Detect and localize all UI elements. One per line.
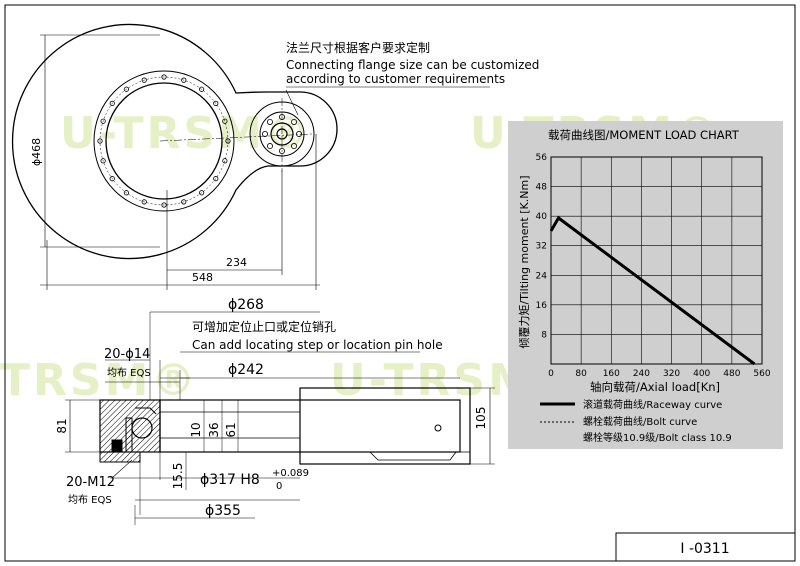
flange-note-en-2: according to customer requirements [286, 72, 505, 86]
bolt-circle [99, 76, 229, 206]
dim-15-5: 15.5 [171, 463, 185, 490]
flange-bolt-hole [291, 118, 298, 125]
dim-355: ϕ355 [205, 503, 241, 519]
dim-10: 10 [189, 422, 203, 437]
ring-bolt-hole [141, 77, 147, 83]
drawing-number: I -0311 [680, 541, 729, 557]
flange-bolt-hole [291, 143, 298, 150]
moment-load-chart: 载荷曲线图/MOMENT LOAD CHART 倾覆力矩/Tilting mom… [508, 121, 783, 449]
x-tick-label: 80 [575, 369, 587, 379]
legend-label-bolt: 螺栓载荷曲线/Bolt curve [583, 415, 697, 428]
holes-top-label: 20-ϕ14 [104, 347, 150, 362]
flange-bolt-hole [295, 130, 302, 137]
flange-note-en-1: Connecting flange size can be customized [286, 58, 539, 72]
ring-bolt-hole [213, 100, 219, 106]
ring-bolt-hole [100, 158, 106, 164]
y-tick-label: 8 [541, 330, 547, 340]
ring-bolt-hole [109, 100, 115, 106]
ring-bolt-hole [161, 202, 167, 208]
ring-bolt-hole [161, 74, 167, 80]
flange-bolt-hole [278, 147, 285, 154]
ring-bolt-hole [141, 199, 147, 205]
dim-36: 36 [207, 422, 221, 437]
legend-label-raceway: 滚道载荷曲线/Raceway curve [583, 398, 722, 411]
y-tick-label: 48 [536, 183, 548, 193]
drawing-border [4, 4, 796, 562]
watermark-top: U-TRSM® [60, 108, 312, 159]
dim-234: 234 [226, 256, 247, 269]
pin-hole-note-cn: 可增加定位止口或定位销孔 [192, 319, 336, 334]
ring-bolt-hole [181, 77, 187, 83]
chart-plot-area [550, 156, 763, 365]
ring-outer-circle [93, 70, 235, 212]
dim-268: ϕ268 [228, 297, 264, 313]
top-view-dimensions [40, 34, 320, 290]
x-tick-label: 0 [548, 369, 554, 379]
tolerance-lower: 0 [276, 481, 282, 492]
x-tick-label: 320 [663, 369, 680, 379]
section-view [65, 311, 495, 525]
ring-bolt-hole [100, 118, 106, 124]
flange-note-cn: 法兰尺寸根据客户要求定制 [286, 40, 430, 55]
ring-bolt-hole [225, 138, 231, 144]
ring-bolt-hole [109, 176, 115, 182]
dim-317: ϕ317 H8 [200, 472, 260, 488]
x-tick-label: 240 [633, 369, 650, 379]
x-tick-label: 400 [693, 369, 710, 379]
watermark-left: TRSM® [0, 355, 198, 406]
y-tick-label: 56 [536, 153, 548, 163]
dim-81: 81 [55, 418, 69, 433]
pin-hole-note-en: Can add locating step or location pin ho… [192, 338, 443, 352]
ring-bolt-hole [123, 190, 129, 196]
title-block [615, 532, 796, 562]
dim-242: ϕ242 [228, 362, 264, 378]
holes-top-eqs: 均布 EQS [107, 367, 151, 379]
dim-548: 548 [192, 271, 213, 284]
ring-bolt-hole [181, 199, 187, 205]
chart-xlabel: 轴向载荷/Axial load[Kn] [590, 380, 720, 394]
ring-inner-circle [105, 82, 223, 200]
ring-bolt-hole [213, 176, 219, 182]
flange-bolt-hole [266, 143, 273, 150]
y-tick-label: 16 [536, 301, 548, 311]
dim-105: 105 [474, 407, 488, 430]
ring-bolt-holes [97, 74, 231, 208]
ring-bolt-hole [199, 86, 205, 92]
holes-bottom-eqs: 均布 EQS [68, 494, 112, 506]
chart-title: 载荷曲线图/MOMENT LOAD CHART [548, 128, 740, 142]
chart-plot: 0 80 160 240 320 400 480 560 8 16 24 32 40 48 56 [536, 153, 771, 379]
flange-bolt-hole [266, 118, 273, 125]
x-tick-label: 480 [723, 369, 740, 379]
chart-ylabel: 倾覆力矩/Tilting moment [K.Nm] [518, 176, 531, 349]
ring-bolt-hole [222, 118, 228, 124]
x-tick-label: 160 [603, 369, 620, 379]
flange-bolt-hole [261, 130, 268, 137]
y-tick-label: 40 [536, 212, 548, 222]
y-tick-label: 32 [536, 242, 547, 252]
y-tick-label: 24 [536, 271, 548, 281]
series-raceway-curve [549, 215, 756, 366]
ring-bolt-hole [123, 86, 129, 92]
holes-bottom-label: 20-M12 [66, 475, 115, 490]
dim-61: 61 [224, 422, 238, 437]
ring-bolt-hole [199, 190, 205, 196]
legend-label-bolt-class: 螺栓等级10.9级/Bolt class 10.9 [583, 431, 732, 444]
ring-bolt-hole [222, 158, 228, 164]
tolerance-upper: +0.089 [272, 468, 309, 479]
housing-outline [11, 23, 338, 260]
x-tick-label: 560 [753, 369, 770, 379]
ring-bolt-hole [97, 138, 103, 144]
dim-diameter-468: ϕ468 [30, 138, 43, 166]
top-view [11, 23, 338, 260]
